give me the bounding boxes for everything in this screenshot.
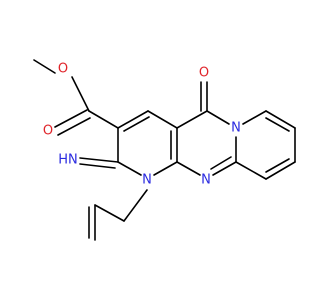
pyrimidine-nitrogen-label: N [201,173,211,188]
bond-o-carbonyl-c [71,76,90,112]
imine-label: HN [58,153,78,168]
bond-ring-c9-c10-double [265,158,290,173]
bond-ring-c4a-c5 [176,110,208,129]
bond-c2-imine-double [79,163,116,169]
bond-ring-c5-n6 [206,110,230,125]
bond-carbonyl-c-o [54,109,88,128]
bond-ring-c11a-n11 [212,161,237,176]
bond-carbonyl-c-ring [88,110,119,129]
bond-n1-allyl-ch2 [123,189,148,222]
bond-ring-n6-c7 [242,110,267,125]
bond-ring-c7-c8 [265,110,296,129]
bond-ring-n11-c10a [176,161,201,176]
bond-ring-c4-c4a [147,110,178,129]
bond-c2-imine [79,157,119,163]
bond-carbonyl-c-o-double [57,117,91,136]
ester-methoxy-oxygen-label: O [58,62,68,77]
ring-nitrogen-n1-label: N [142,173,152,188]
bond-ring-c7-c8-double [265,117,290,132]
bond-methyl-o [33,59,56,74]
atom-labels: O O O N N N HN [43,62,241,188]
ring-fusion-nitrogen-label: N [231,121,241,136]
ester-carbonyl-oxygen-label: O [43,124,53,139]
bond-ring-c3-c4 [117,110,149,129]
bond-ring-c11a-n11-double [210,156,232,170]
bond-ring-c10-c11a [235,161,267,180]
ring-carbonyl-oxygen-label: O [199,66,209,81]
chemical-structure-diagram: O O O N N N HN [33,59,296,241]
bond-ring-n1-c2 [117,161,142,176]
bonds [33,59,296,241]
bond-allyl-ch2-ch [94,204,125,222]
bond-ring-c3-c4-double [123,116,150,132]
bond-ring-c9-c10 [265,161,296,180]
bond-ring-c10a-n1 [153,161,178,176]
